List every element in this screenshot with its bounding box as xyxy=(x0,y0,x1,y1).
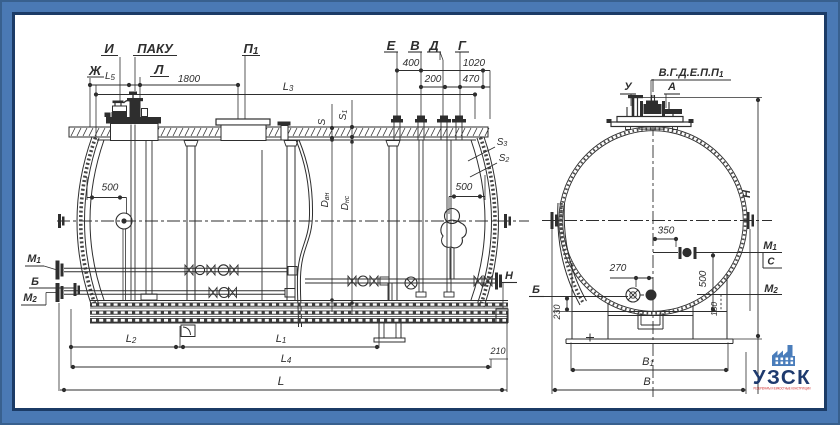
svg-text:210: 210 xyxy=(489,346,505,356)
svg-text:L2: L2 xyxy=(126,333,137,345)
svg-text:И: И xyxy=(104,41,114,56)
svg-text:Б: Б xyxy=(532,284,540,296)
svg-text:L1: L1 xyxy=(276,333,287,345)
svg-text:S3: S3 xyxy=(497,137,508,148)
svg-text:М1: М1 xyxy=(27,253,41,265)
svg-text:М2: М2 xyxy=(764,283,778,295)
svg-text:Dнс: Dнс xyxy=(340,195,351,210)
svg-text:Г: Г xyxy=(458,38,467,53)
svg-text:А: А xyxy=(667,81,676,93)
svg-text:Д: Д xyxy=(428,38,439,53)
svg-text:Е: Е xyxy=(387,38,396,53)
svg-text:S: S xyxy=(317,118,328,125)
svg-text:Н: Н xyxy=(741,189,753,198)
svg-text:М1: М1 xyxy=(763,240,777,252)
svg-text:L4: L4 xyxy=(281,353,292,365)
svg-text:ПАКУ: ПАКУ xyxy=(137,41,174,56)
svg-text:1020: 1020 xyxy=(463,58,486,69)
svg-text:230: 230 xyxy=(552,304,562,320)
svg-text:S2: S2 xyxy=(499,153,510,164)
svg-text:М2: М2 xyxy=(23,292,37,304)
svg-text:УЗСК: УЗСК xyxy=(753,366,811,389)
svg-text:L3: L3 xyxy=(283,81,294,93)
svg-text:S1: S1 xyxy=(338,110,349,121)
svg-text:350: 350 xyxy=(658,226,675,237)
svg-text:У: У xyxy=(624,81,633,93)
svg-text:В: В xyxy=(643,376,650,388)
svg-text:400: 400 xyxy=(403,58,420,69)
svg-text:180: 180 xyxy=(709,302,719,316)
svg-text:470: 470 xyxy=(463,74,480,85)
svg-text:L: L xyxy=(278,374,285,388)
svg-text:200: 200 xyxy=(424,74,442,85)
svg-text:500: 500 xyxy=(698,270,709,287)
svg-text:Н: Н xyxy=(505,270,514,282)
svg-text:Ж: Ж xyxy=(88,63,102,78)
svg-text:В1: В1 xyxy=(642,356,654,368)
svg-text:С: С xyxy=(767,257,775,268)
svg-text:РЕЗЕРВУАРЫ И ЕМКОСТНЫЕ КОНСТРУ: РЕЗЕРВУАРЫ И ЕМКОСТНЫЕ КОНСТРУКЦИИ xyxy=(754,386,811,391)
svg-text:Б: Б xyxy=(31,276,39,288)
svg-text:В.Г.Д.Е.П.П1: В.Г.Д.Е.П.П1 xyxy=(659,67,724,79)
svg-text:500: 500 xyxy=(102,183,119,194)
svg-text:1800: 1800 xyxy=(178,74,201,85)
svg-text:Л: Л xyxy=(154,62,165,77)
svg-text:500: 500 xyxy=(456,182,473,193)
svg-text:L5: L5 xyxy=(105,71,116,82)
svg-text:270: 270 xyxy=(609,263,627,274)
svg-text:В: В xyxy=(410,38,419,53)
svg-text:Dвн: Dвн xyxy=(320,192,331,207)
